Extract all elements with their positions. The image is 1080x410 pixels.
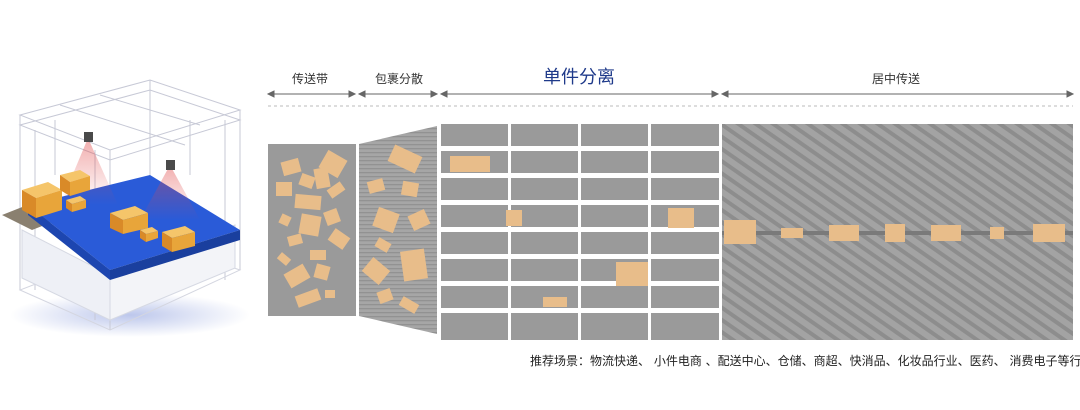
sorting-machine-illustration xyxy=(2,79,250,337)
recommended-scenarios: 推荐场景：物流快递、 小件电商 、配送中心、仓储、商超、快消品、化妆品行业、医药… xyxy=(530,354,1080,368)
stage-label-dispersion: 包裹分散 xyxy=(375,72,424,86)
panel-centering xyxy=(722,124,1073,340)
panel-dispersion xyxy=(359,126,437,334)
stage-label-singulation: 单件分离 xyxy=(543,67,615,88)
stage-label-centering: 居中传送 xyxy=(872,72,921,86)
panel-singulation xyxy=(441,124,719,340)
stage-label-conveyor: 传送带 xyxy=(292,72,329,86)
panel-conveyor xyxy=(268,144,356,316)
